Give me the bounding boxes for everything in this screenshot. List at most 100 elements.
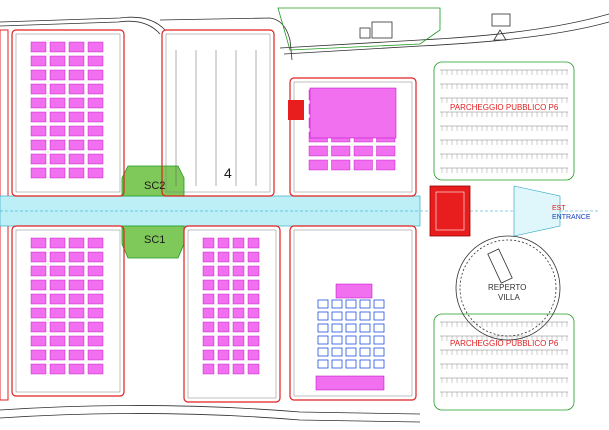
exhibition-stand-icon [30, 335, 47, 347]
hall-shell [289, 77, 417, 197]
exhibition-stand-icon [345, 347, 357, 357]
exhibition-stand-icon [30, 111, 47, 123]
exhibition-stand-icon [49, 321, 66, 333]
exhibition-stand-icon [49, 153, 66, 165]
exhibition-stand-icon [87, 279, 104, 291]
exhibition-stand-icon [49, 265, 66, 277]
exhibition-stand-icon [49, 55, 66, 67]
exhibition-stand-icon [331, 347, 343, 357]
exhibition-stand-icon [68, 237, 85, 249]
exhibition-stand-icon [87, 321, 104, 333]
exhibition-stand-icon [217, 237, 230, 249]
exhibition-stand-icon [87, 97, 104, 109]
exhibition-stand-icon [232, 251, 245, 263]
exhibition-stand-icon [232, 363, 245, 375]
exhibition-stand-icon [345, 323, 357, 333]
green-zone-north [277, 7, 511, 51]
exhibition-stand-icon [68, 41, 85, 53]
exhibition-stand-icon [87, 69, 104, 81]
exhibition-stand-icon [87, 363, 104, 375]
exhibition-stand-icon [87, 349, 104, 361]
exhibition-stand-icon [232, 349, 245, 361]
exhibition-stand-icon [49, 363, 66, 375]
service-core-nodes [121, 165, 185, 259]
parking-lots [433, 61, 575, 411]
exhibition-stand-icon [30, 167, 47, 179]
exhibition-stand-icon [68, 279, 85, 291]
exhibition-stand-icon [217, 321, 230, 333]
exhibition-stand-icon [345, 359, 357, 369]
exhibition-stand-icon [217, 363, 230, 375]
exhibition-stand-icon [87, 293, 104, 305]
exhibition-stand-icon [247, 349, 260, 361]
exhibition-stand-icon [68, 363, 85, 375]
exhibition-stand-icon [359, 347, 371, 357]
exhibition-stand-icon [359, 323, 371, 333]
exhibition-stand-icon [49, 41, 66, 53]
exhibition-stand-icon [49, 293, 66, 305]
exhibition-stand-icon [49, 125, 66, 137]
label-parking-bottom: PARCHEGGIO PUBBLICO P6 [450, 339, 559, 348]
label-hall-4: 4 [224, 165, 232, 181]
exhibition-stand-icon [232, 321, 245, 333]
exhibition-stand-icon [49, 97, 66, 109]
exhibition-stand-icon [247, 265, 260, 277]
exhibition-stand-icon [317, 359, 329, 369]
exhibition-stand-icon [331, 311, 343, 321]
hall-inner-wall [187, 229, 277, 399]
label-parking-top: PARCHEGGIO PUBBLICO P6 [450, 103, 559, 112]
exhibition-stand-icon [87, 41, 104, 53]
label-sc1: SC1 [144, 234, 165, 246]
exhibition-stand-icon [68, 69, 85, 81]
exhibition-stand-icon [202, 293, 215, 305]
exhibition-stand-icon [49, 335, 66, 347]
exhibition-stand-icon [30, 293, 47, 305]
exhibition-stand-icon [373, 299, 385, 309]
exhibition-stand-icon [247, 251, 260, 263]
exhibition-stand-icon [202, 237, 215, 249]
exhibition-stand-icon [30, 251, 47, 263]
exhibition-stand-icon [87, 153, 104, 165]
exhibition-stand-icon [359, 335, 371, 345]
exhibition-stand-icon [30, 55, 47, 67]
exhibition-halls [11, 29, 417, 403]
exhibition-stand-icon [373, 347, 385, 357]
exhibition-stand-icon [87, 237, 104, 249]
exhibition-stand-icon [232, 293, 245, 305]
exhibition-stand-icon [331, 145, 351, 157]
hall-shell [289, 225, 417, 401]
exhibition-stand-icon [345, 299, 357, 309]
exhibition-stand-icon [373, 335, 385, 345]
label-est: EST [552, 205, 566, 212]
exhibition-stand-icon [30, 237, 47, 249]
exhibition-stand-icon [30, 139, 47, 151]
exhibition-stand-icon [68, 251, 85, 263]
exhibition-stand-icon [68, 167, 85, 179]
hall-shell [161, 29, 275, 197]
label-entrance: ENTRANCE [552, 214, 591, 221]
exhibition-stand-icon [87, 55, 104, 67]
exhibition-stand-icon [49, 237, 66, 249]
exhibition-stand-icon [202, 321, 215, 333]
exhibition-stand-icon [49, 139, 66, 151]
exhibition-stand-icon [232, 265, 245, 277]
exhibition-stand-icon [376, 159, 396, 171]
exhibition-stand-icon [202, 335, 215, 347]
exhibition-stand-icon [353, 145, 373, 157]
exhibition-stand-icon [30, 153, 47, 165]
exhibition-stand-icon [247, 279, 260, 291]
label-villa: VILLA [498, 293, 520, 302]
exhibition-stand-icon [247, 363, 260, 375]
exhibition-stand-icon [30, 363, 47, 375]
east-entrance-block [288, 100, 471, 237]
exhibition-stand-icon [317, 335, 329, 345]
hall-inner-wall [293, 229, 413, 397]
exhibition-stand-icon [331, 299, 343, 309]
exhibition-stand-icon [30, 69, 47, 81]
exhibition-stand-icon [68, 55, 85, 67]
exhibition-stand-icon [373, 311, 385, 321]
exhibition-stand-icon [217, 293, 230, 305]
exhibition-stand-icon [317, 311, 329, 321]
exhibition-stand-icon [49, 83, 66, 95]
exhibition-stand-icon [30, 321, 47, 333]
